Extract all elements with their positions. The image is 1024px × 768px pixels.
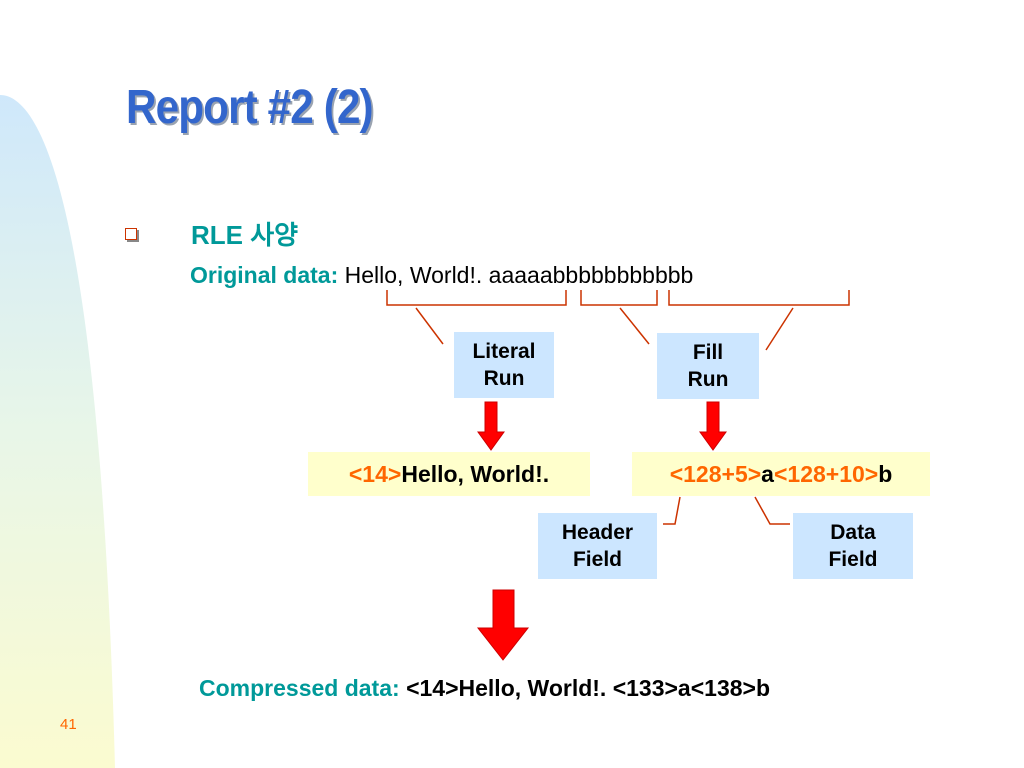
literal-run-line2: Run xyxy=(483,367,525,390)
bracket-literal xyxy=(386,290,567,306)
bracket-fill-a xyxy=(580,290,658,306)
connector-fill-b xyxy=(765,307,794,351)
fill-run-line1: Fill xyxy=(692,340,724,364)
connector-data xyxy=(754,496,790,525)
compressed-data-label: Compressed data: xyxy=(199,675,400,701)
arrow-down-literal xyxy=(477,401,505,451)
side-gradient-shape xyxy=(0,95,115,768)
decorative-side-panel xyxy=(0,0,240,768)
original-data-label: Original data: xyxy=(190,262,339,288)
literal-run-line1: Literal xyxy=(472,339,536,363)
bullet-icon xyxy=(125,228,137,240)
header-field-line1: Header xyxy=(561,520,634,544)
literal-header-code: <14> xyxy=(348,460,402,487)
original-fill-text: aaaaabbbbbbbbbbb xyxy=(488,262,694,288)
header-field-box: Header Field xyxy=(538,513,657,579)
arrow-down-compress xyxy=(476,589,530,661)
connector-literal xyxy=(415,307,444,345)
section-heading: RLE 사양 xyxy=(191,220,299,250)
fill-header-b: <128+10> xyxy=(773,460,879,487)
fill-char-b: b xyxy=(878,460,893,487)
compressed-data-line: Compressed data: <14>Hello, World!. <133… xyxy=(199,675,770,702)
slide-title: Report #2 (2) xyxy=(126,81,374,134)
original-literal-text: Hello, World!. xyxy=(344,262,483,288)
literal-body-text: Hello, World!. xyxy=(401,460,550,487)
original-data-line: Original data: Hello, World!. aaaaabbbbb… xyxy=(190,262,693,289)
fill-run-box: Fill Run xyxy=(657,333,759,399)
encoded-fill-run: <128+5>a<128+10>b xyxy=(632,452,930,496)
fill-header-a: <128+5> xyxy=(669,460,762,487)
header-field-line2: Field xyxy=(572,548,622,571)
fill-run-line2: Run xyxy=(687,368,729,391)
connector-header xyxy=(663,496,681,525)
encoded-literal-run: <14>Hello, World!. xyxy=(308,452,590,496)
bracket-fill-b xyxy=(668,290,850,306)
compressed-data-value: <14>Hello, World!. <133>a<138>b xyxy=(406,675,771,701)
data-field-line1: Data xyxy=(830,520,876,544)
slide-number: 41 xyxy=(60,716,77,733)
fill-char-a: a xyxy=(761,460,774,487)
data-field-box: Data Field xyxy=(793,513,913,579)
data-field-line2: Field xyxy=(828,548,878,571)
arrow-down-fill xyxy=(699,401,727,451)
literal-run-box: Literal Run xyxy=(454,332,554,398)
connector-fill-a xyxy=(619,307,650,345)
